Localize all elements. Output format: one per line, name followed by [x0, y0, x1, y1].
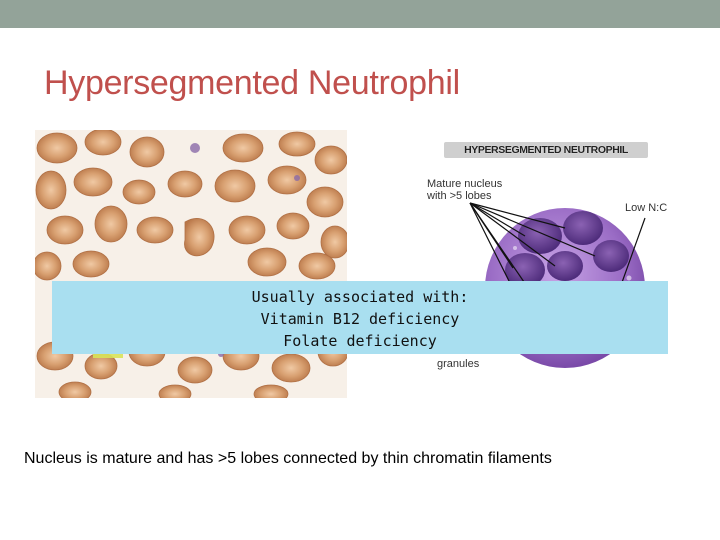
label-granules: granules [437, 358, 480, 370]
diagram-banner: HYPERSEGMENTED NEUTROPHIL [444, 142, 648, 158]
blood-smear-image [35, 130, 347, 398]
label-mature-nucleus-line2: with >5 lobes [427, 190, 492, 202]
label-low-nc: Low N:C [625, 202, 668, 214]
label-mature-nucleus-line1: Mature nucleus [427, 178, 503, 190]
slide-title: Hypersegmented Neutrophil [44, 64, 460, 102]
callout-line-1: Usually associated with: [251, 288, 469, 306]
top-bar [0, 0, 720, 28]
slide-caption: Nucleus is mature and has >5 lobes conne… [24, 450, 552, 467]
callout-line-3: Folate deficiency [283, 332, 437, 350]
callout-line-2: Vitamin B12 deficiency [260, 310, 460, 328]
blood-smear-illustration [35, 130, 347, 398]
label-mature-nucleus: Mature nucleus with >5 lobes [427, 178, 517, 202]
associations-callout: Usually associated with: Vitamin B12 def… [52, 281, 668, 354]
